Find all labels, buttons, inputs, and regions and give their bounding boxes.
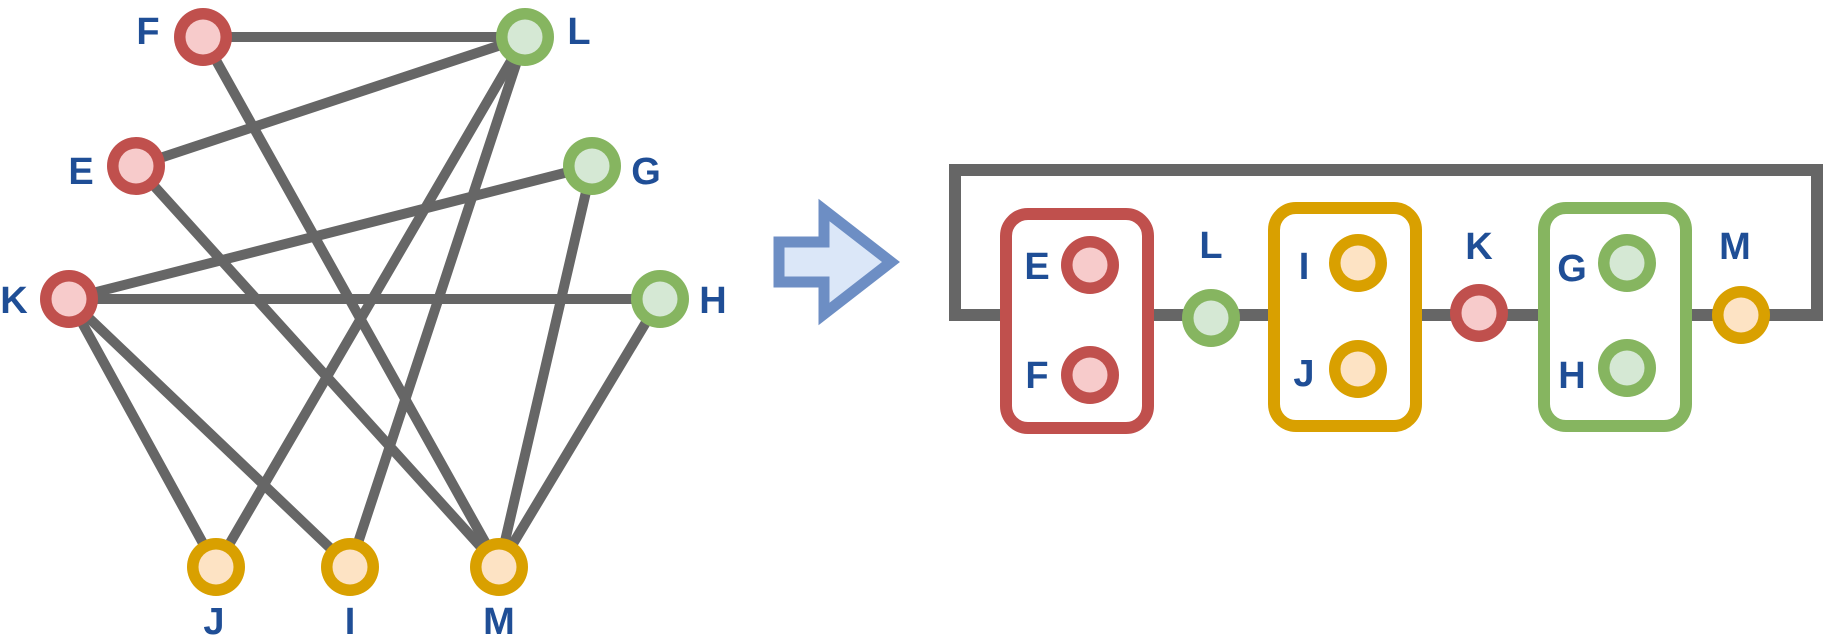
node-M <box>470 538 528 596</box>
node-label-K: K <box>0 280 28 322</box>
node-H <box>631 270 689 328</box>
chain-node-G <box>1598 234 1656 292</box>
chain-label-E: E <box>1024 246 1049 288</box>
node-K <box>40 270 98 328</box>
chain-node-L <box>1182 289 1240 347</box>
edge-G-M <box>494 161 597 572</box>
chain-node-F <box>1061 346 1119 404</box>
transformed-chain: E F L I J K G H M <box>949 164 1823 434</box>
edge-L-I <box>345 32 530 572</box>
edge-E-M <box>131 161 504 572</box>
chain-node-K <box>1450 284 1508 342</box>
chain-node-M <box>1712 286 1770 344</box>
node-label-F: F <box>136 11 159 53</box>
node-E <box>107 137 165 195</box>
node-label-M: M <box>483 601 515 643</box>
original-graph: F L E G K H J I M <box>0 8 727 643</box>
chain-label-K: K <box>1465 226 1493 268</box>
node-G <box>563 137 621 195</box>
transform-arrow-icon <box>773 198 900 326</box>
node-label-I: I <box>345 601 356 643</box>
chain-nodes: E F L I J K G H M <box>1024 225 1770 404</box>
edge-K-G <box>64 161 597 304</box>
node-label-G: G <box>631 151 661 193</box>
chain-node-I <box>1329 234 1387 292</box>
chain-label-G: G <box>1557 248 1587 290</box>
edge-K-I <box>64 294 355 572</box>
chain-label-J: J <box>1293 353 1314 395</box>
node-label-J: J <box>203 601 224 643</box>
node-label-E: E <box>68 151 93 193</box>
edge-L-J <box>211 32 530 572</box>
chain-label-L: L <box>1199 225 1222 267</box>
edge-E-L <box>131 32 530 171</box>
arrow-shape <box>773 198 900 326</box>
loop-wire <box>949 164 1823 321</box>
edge-K-J <box>64 294 221 572</box>
original-graph-edges <box>64 32 665 572</box>
node-label-L: L <box>567 11 590 53</box>
node-label-H: H <box>699 280 726 322</box>
chain-label-M: M <box>1719 226 1751 268</box>
chain-node-E <box>1061 236 1119 294</box>
node-F <box>174 8 232 66</box>
edge-H-M <box>494 294 665 572</box>
node-J <box>187 538 245 596</box>
chain-label-H: H <box>1558 355 1585 397</box>
node-L <box>496 8 554 66</box>
chain-node-H <box>1598 339 1656 397</box>
node-I <box>321 538 379 596</box>
chain-node-J <box>1329 340 1387 398</box>
chain-label-I: I <box>1299 246 1310 288</box>
chain-label-F: F <box>1025 355 1048 397</box>
original-graph-nodes: F L E G K H J I M <box>0 8 727 643</box>
